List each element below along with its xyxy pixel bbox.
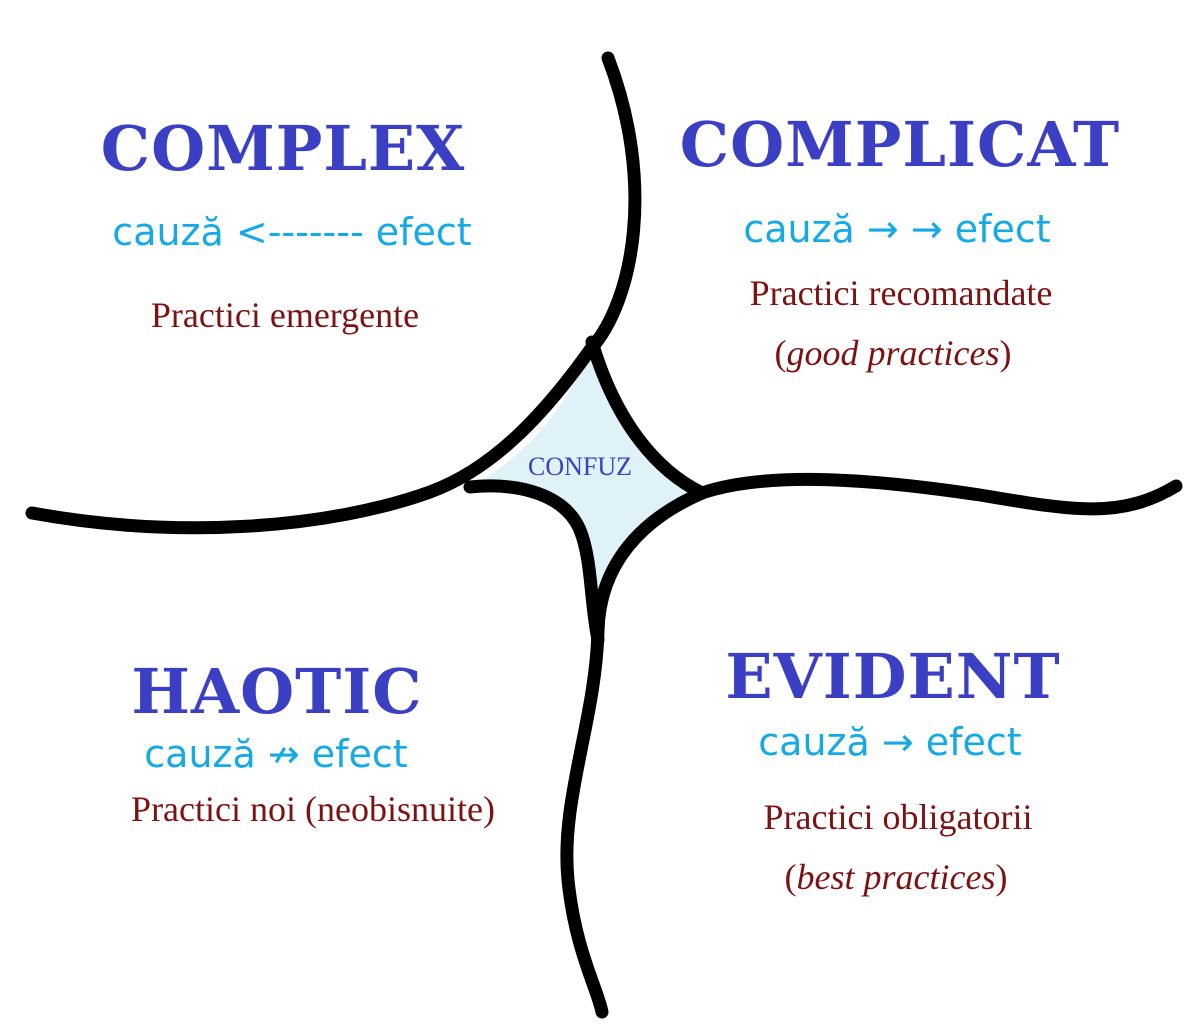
complex-relation: cauză <------- efect — [112, 210, 472, 254]
complex-practice: Practici emergente — [150, 295, 420, 335]
complex-title: COMPLEX — [100, 112, 466, 185]
paren: ( — [784, 857, 797, 897]
paren: ( — [774, 333, 787, 373]
evident-practice-en: (best practices) — [785, 856, 1008, 898]
complicat-boundary — [585, 335, 1183, 516]
paren: ) — [999, 333, 1012, 373]
complicat-practice-en-text: good practices — [786, 333, 1000, 373]
confuz-label: CONFUZ — [527, 452, 633, 481]
haotic-practice: Practici noi (neobisnuite) — [131, 789, 495, 829]
complicat-relation: cauză → → efect — [743, 207, 1051, 251]
evident-relation: cauză → efect — [758, 720, 1022, 764]
evident-practice: Practici obligatorii — [763, 797, 1033, 837]
complicat-practice-en: (good practices) — [775, 332, 1012, 374]
evident-boundary — [560, 486, 709, 1019]
paren: ) — [995, 857, 1008, 897]
evident-practice-en-text: best practices — [796, 857, 996, 897]
confuz-region — [470, 340, 702, 610]
evident-title: EVIDENT — [725, 640, 1061, 713]
haotic-title: HAOTIC — [131, 655, 423, 728]
haotic-boundary — [463, 479, 605, 647]
complex-boundary — [25, 51, 642, 535]
haotic-relation: cauză ↛ efect — [144, 732, 408, 776]
complicat-title: COMPLICAT — [679, 108, 1121, 181]
complicat-practice: Practici recomandate — [749, 273, 1053, 313]
